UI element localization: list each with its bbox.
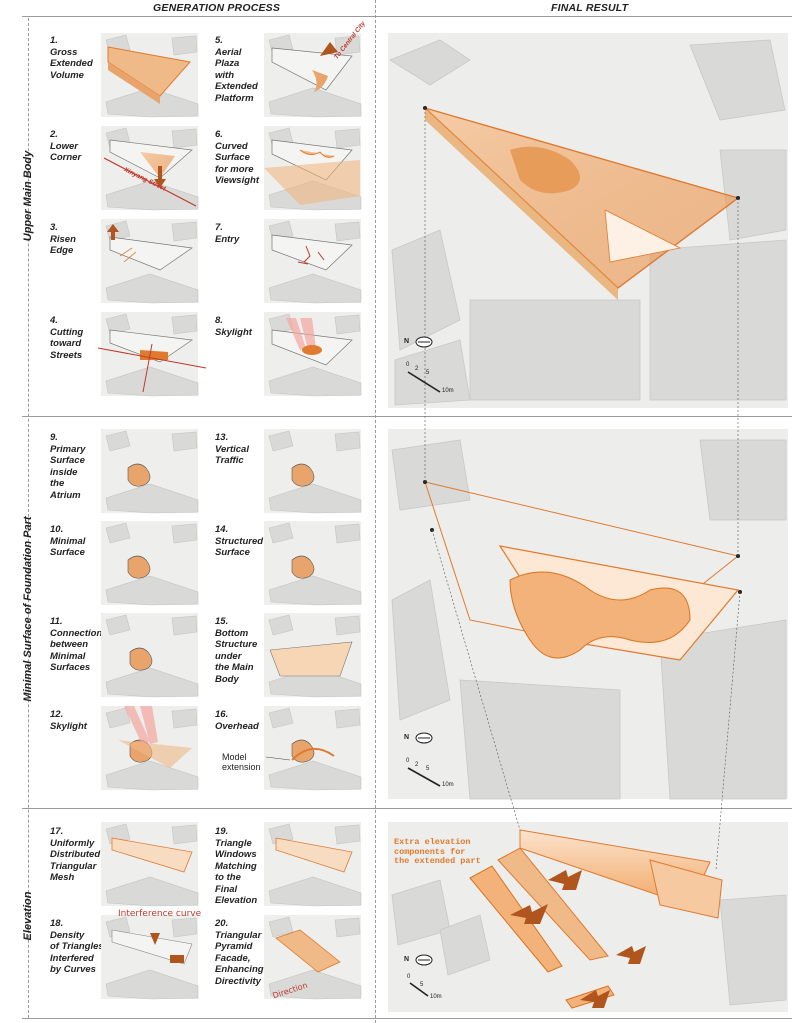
scale-tick-5-a: 5	[426, 370, 430, 376]
step-4-volume	[97, 329, 207, 393]
minimal-surface-context	[391, 439, 787, 800]
scale-unit-c: 10m	[430, 994, 442, 1000]
step-1-label: 1. Gross Extended Volume	[50, 35, 93, 81]
step-8-label: 8. Skylight	[215, 315, 252, 338]
step-12-skylight-volume	[118, 740, 192, 768]
scale-unit-a: 10m	[442, 388, 454, 394]
north-label-2: N	[404, 734, 410, 741]
step-12-label: 12. Skylight	[50, 709, 87, 732]
scale-tick-2-a: 2	[415, 366, 419, 372]
scale-bars	[407, 371, 441, 997]
step-7-volume	[271, 234, 353, 271]
row-separator-2	[22, 808, 792, 809]
extra-elevation-label: Extra elevation components for the exten…	[394, 837, 481, 866]
scale-unit-b: 10m	[442, 782, 454, 788]
interference-curve-label: Interference curve	[118, 909, 202, 919]
scale-tick-0-a: 0	[406, 362, 410, 368]
scale-tick-0-b: 0	[406, 758, 410, 764]
step-19-label: 19. Triangle Windows Matching to the Fin…	[215, 826, 258, 906]
step-10-label: 10. Minimal Surface	[50, 524, 86, 558]
north-arrow-3	[415, 954, 433, 966]
scale-tick-5-c: 5	[420, 982, 424, 988]
row3-thumbnail-facades	[111, 837, 353, 973]
step-14-label: 14. Structured Surface	[215, 524, 264, 558]
step-3-volume	[107, 224, 193, 271]
step-15-bottom-structure	[269, 641, 353, 677]
step-5-label: 5. Aerial Plaza with Extended Platform	[215, 35, 258, 104]
step-15-label: 15. Bottom Structure under the Main Body	[215, 616, 258, 685]
cross-panel-dashed-lines	[424, 108, 741, 871]
step-1-volume	[107, 46, 191, 104]
model-extension-label: Model extension	[222, 752, 261, 772]
scale-tick-2-b: 2	[415, 762, 419, 768]
row-separator-1	[22, 416, 792, 417]
upper-body-atrium-void	[510, 146, 580, 194]
step-2-volume	[103, 139, 197, 207]
north-label-1: N	[404, 338, 410, 345]
center-divider	[375, 0, 376, 1023]
north-arrow-2	[415, 732, 433, 744]
step-7-label: 7. Entry	[215, 222, 240, 245]
step-6-volume	[264, 139, 360, 205]
step-6-label: 6. Curved Surface for more Viewsight	[215, 129, 259, 186]
step-11-label: 11. Connection between Minimal Surfaces	[50, 616, 103, 673]
step-8-volume	[271, 318, 353, 366]
step-16-overhead-arc	[291, 748, 335, 761]
thumbnail-context-blocks	[105, 34, 362, 1000]
step-9-label: 9. Primary Surface inside the Atrium	[50, 432, 86, 501]
step-3-label: 3. Risen Edge	[50, 222, 76, 256]
step-2-label: 2. Lower Corner	[50, 129, 82, 163]
elevation-context	[391, 879, 787, 1006]
elevation-side-facade	[497, 847, 609, 961]
step-13-label: 13. Vertical Traffic	[215, 432, 249, 466]
scale-tick-0-c: 0	[407, 974, 411, 980]
north-label-3: N	[404, 956, 410, 963]
upper-body-context	[389, 39, 787, 406]
row-separator-bottom	[22, 1018, 792, 1019]
step-17-label: 17. Uniformly Distributed Triangular Mes…	[50, 826, 101, 883]
generation-process-header: GENERATION PROCESS	[153, 2, 281, 14]
minimal-surface-shape	[509, 571, 691, 659]
upper-body-plaza	[604, 209, 682, 263]
final-result-header: FINAL RESULT	[551, 2, 629, 14]
step-4-label: 4. Cutting toward Streets	[50, 315, 84, 361]
left-axis-line	[28, 18, 29, 1018]
step-5-volume	[271, 42, 353, 92]
scale-tick-5-b: 5	[426, 766, 430, 772]
north-arrow-1	[415, 336, 433, 348]
row-separator-top	[22, 16, 792, 17]
step-18-label: 18. Density of Triangles Interfered by C…	[50, 918, 104, 975]
elevation-direction-arrows	[510, 870, 646, 1008]
elevation-pyramid-facade	[469, 865, 563, 973]
step-20-label: 20. Triangular Pyramid Facade, Enhancing…	[215, 918, 264, 987]
step-16-label: 16. Overhead	[215, 709, 259, 732]
